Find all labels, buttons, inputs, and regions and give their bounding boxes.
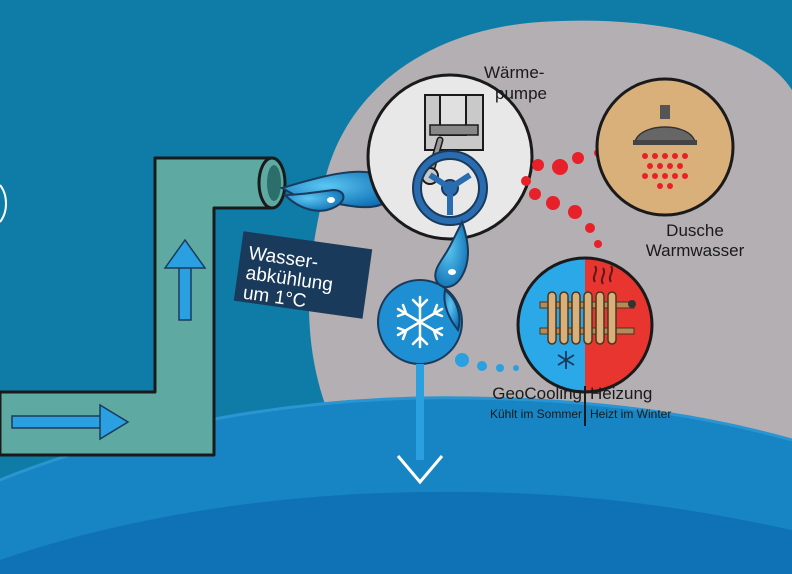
arrow-down-icon bbox=[396, 364, 444, 485]
earth-inner bbox=[0, 491, 792, 574]
drop-into-snow bbox=[443, 288, 461, 333]
water-drops bbox=[279, 170, 394, 212]
drop-highlight bbox=[448, 269, 456, 275]
arrow-up-icon bbox=[163, 238, 207, 321]
shower-drops bbox=[642, 153, 688, 189]
radiator-icon bbox=[539, 291, 636, 345]
heat-waves-icon bbox=[592, 265, 614, 285]
geocooling-label: GeoCooling Kühlt im Sommer bbox=[482, 384, 582, 422]
geocooling-title: GeoCooling bbox=[492, 384, 582, 403]
heating-label: Heizung Heizt im Winter bbox=[590, 384, 700, 422]
small-snowflake-icon bbox=[557, 351, 575, 369]
water-drop-down bbox=[434, 219, 469, 288]
arrow-right-icon bbox=[11, 403, 130, 441]
blue-dots bbox=[455, 353, 519, 372]
geocooling-subtitle: Kühlt im Sommer bbox=[489, 407, 582, 421]
label-divider bbox=[584, 386, 586, 426]
pipe-opening-inner bbox=[267, 165, 281, 201]
shower-head-icon bbox=[633, 105, 697, 145]
heating-title: Heizung bbox=[590, 384, 653, 403]
shower-label: Dusche Warmwasser bbox=[645, 221, 745, 260]
heat-pump-label: Wärme- pumpe bbox=[484, 63, 547, 103]
shower-circle bbox=[595, 77, 735, 217]
valve-wheel-icon bbox=[412, 150, 488, 226]
heating-subtitle: Heizt im Winter bbox=[590, 407, 672, 421]
red-dots bbox=[521, 149, 602, 248]
edge-curve bbox=[0, 184, 7, 223]
snowflake-icon bbox=[396, 295, 444, 349]
